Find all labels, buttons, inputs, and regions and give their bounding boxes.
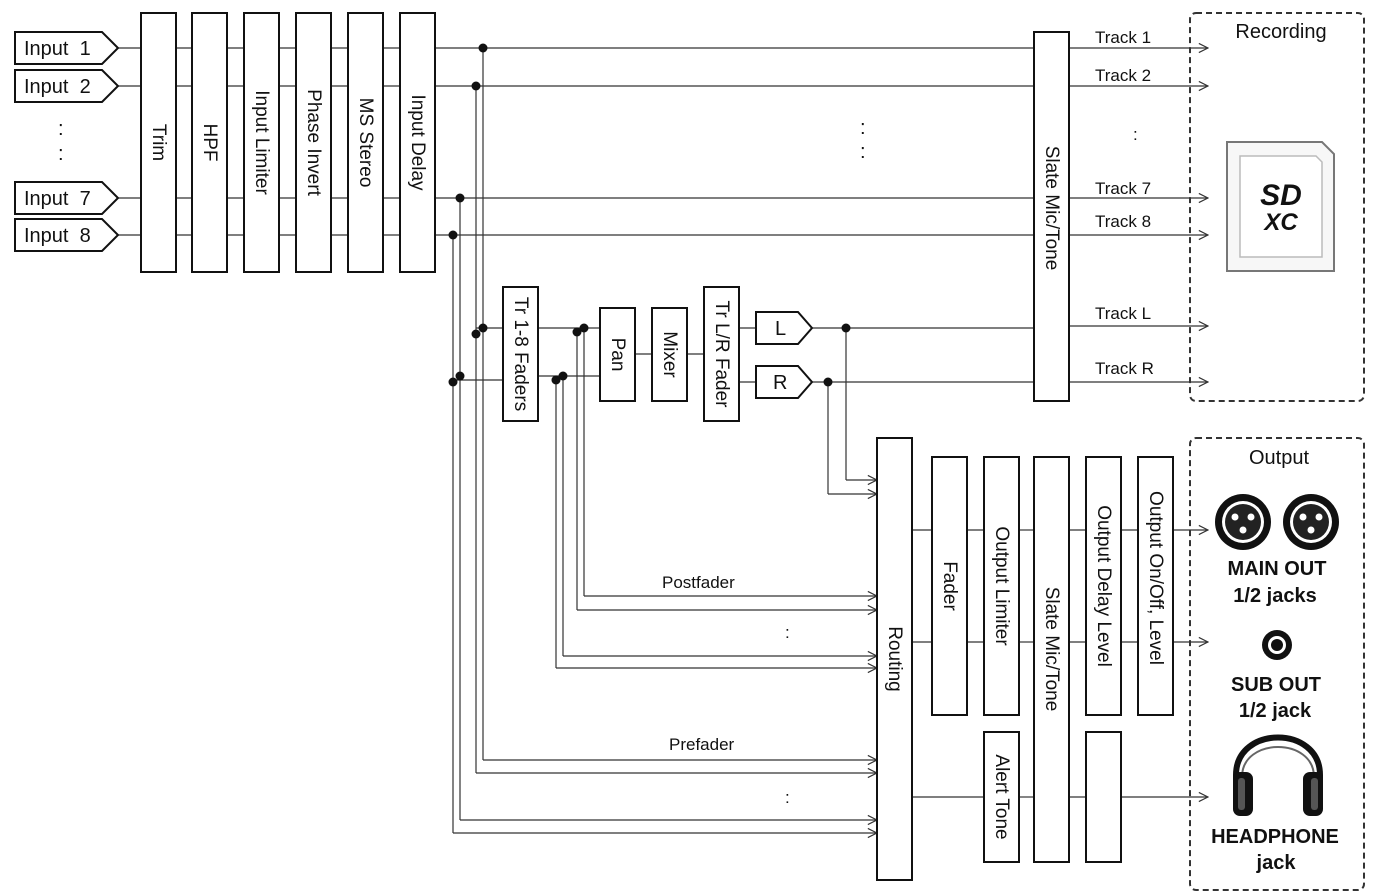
sub-out-sublabel: 1/2 jack [1239,700,1312,722]
input-7-connector: Input 7 [14,181,120,215]
ms-stereo-block: MS Stereo [347,12,384,273]
right-channel-label: R [773,372,787,394]
track-7-label: Track 7 [1095,179,1151,198]
slate-mic-tone-output-block: Slate Mic/Tone [1033,456,1070,863]
output-delay-level-block: Output Delay Level [1085,456,1122,716]
xlr-jack-2-icon [1283,494,1339,550]
phase-invert-block: Phase Invert [295,12,332,273]
routing-block: Routing [876,437,913,881]
fader-block: Fader [931,456,968,716]
input-1-connector: Input 1 [14,31,120,65]
junction-dots [448,43,851,387]
prefader-ellipsis: : [785,788,790,807]
output-onoff-level-block: Output On/Off, Level [1137,456,1174,716]
input-ellipsis-bottom: : [58,143,64,165]
right-channel-tag: R [755,365,814,399]
output-wires [912,530,1208,797]
track-faders-block: Tr 1-8 Faders [502,286,539,422]
tr-lr-fader-block: Tr L/R Fader [703,286,740,422]
input-ellipsis-top: : [58,118,64,140]
track-8-label: Track 8 [1095,212,1151,231]
headphone-label: HEADPHONE [1211,826,1339,848]
trim-block: Trim [140,12,177,273]
sub-out-label: SUB OUT [1231,674,1321,696]
mid-ellipsis-bottom: : [860,141,866,163]
tr-lr-fader-label: Tr L/R Fader [711,301,732,409]
mixer-label: Mixer [659,331,680,378]
left-channel-label: L [775,318,786,340]
output-onoff-level-label: Output On/Off, Level [1145,491,1166,665]
left-channel-tag: L [755,311,814,345]
input-2-label: Input 2 [24,76,91,98]
input-2-connector: Input 2 [14,69,120,103]
slate-mic-tone-block: Slate Mic/Tone [1033,31,1070,402]
routing-input-arrows [453,480,877,833]
track-l-label: Track L [1095,304,1151,323]
routing-label: Routing [884,626,905,692]
sd-card-icon: SD XC [1226,141,1335,272]
slate-mic-tone-label: Slate Mic/Tone [1041,146,1062,271]
mid-ellipsis-top: : [860,117,866,139]
pan-label: Pan [607,338,628,372]
headphone-sublabel: jack [1256,852,1297,874]
recording-box: Recording SD XC [1189,12,1365,402]
postfader-ellipsis: : [785,623,790,642]
output-limiter-block: Output Limiter [983,456,1020,716]
sd-card-line2: XC [1262,209,1298,236]
input-limiter-label: Input Limiter [251,90,272,195]
fader-label: Fader [939,561,960,611]
sub-out-jack-icon [1262,630,1292,660]
prefader-label: Prefader [669,735,735,754]
phase-invert-label: Phase Invert [303,89,324,196]
input-8-label: Input 8 [24,225,91,247]
track-r-label: Track R [1095,359,1154,378]
mixer-block: Mixer [651,307,688,402]
trim-label: Trim [148,124,169,161]
pan-block: Pan [599,307,636,402]
input-8-connector: Input 8 [14,218,120,252]
headphone-icon [1233,734,1323,816]
bus-wires [452,48,1034,833]
headphone-level-block [1085,731,1122,863]
ms-stereo-label: MS Stereo [355,98,376,188]
output-limiter-label: Output Limiter [991,526,1012,646]
alert-tone-block: Alert Tone [983,731,1020,863]
track-arrows [1069,48,1208,382]
output-box: Output MAIN OUT 1/2 jacks SUB OUT 1/2 ja… [1189,437,1365,891]
track-1-label: Track 1 [1095,28,1151,47]
recording-title: Recording [1235,21,1326,43]
sd-card-line1: SD [1260,179,1302,212]
output-delay-level-label: Output Delay Level [1093,505,1114,667]
xlr-jack-1-icon [1215,494,1271,550]
output-title: Output [1249,447,1309,469]
main-out-label: MAIN OUT [1228,558,1327,580]
input-delay-label: Input Delay [407,94,428,191]
postfader-label: Postfader [662,573,735,592]
track-faders-label: Tr 1-8 Faders [510,297,531,411]
slate-mic-tone-output-label: Slate Mic/Tone [1041,587,1062,712]
input-delay-block: Input Delay [399,12,436,273]
track-2-label: Track 2 [1095,66,1151,85]
alert-tone-label: Alert Tone [991,754,1012,839]
input-1-label: Input 1 [24,38,91,60]
track-ellipsis: : [1133,125,1138,144]
input-limiter-block: Input Limiter [243,12,280,273]
hpf-label: HPF [199,124,220,162]
main-out-sublabel: 1/2 jacks [1233,585,1316,607]
input-7-label: Input 7 [24,188,91,210]
hpf-block: HPF [191,12,228,273]
